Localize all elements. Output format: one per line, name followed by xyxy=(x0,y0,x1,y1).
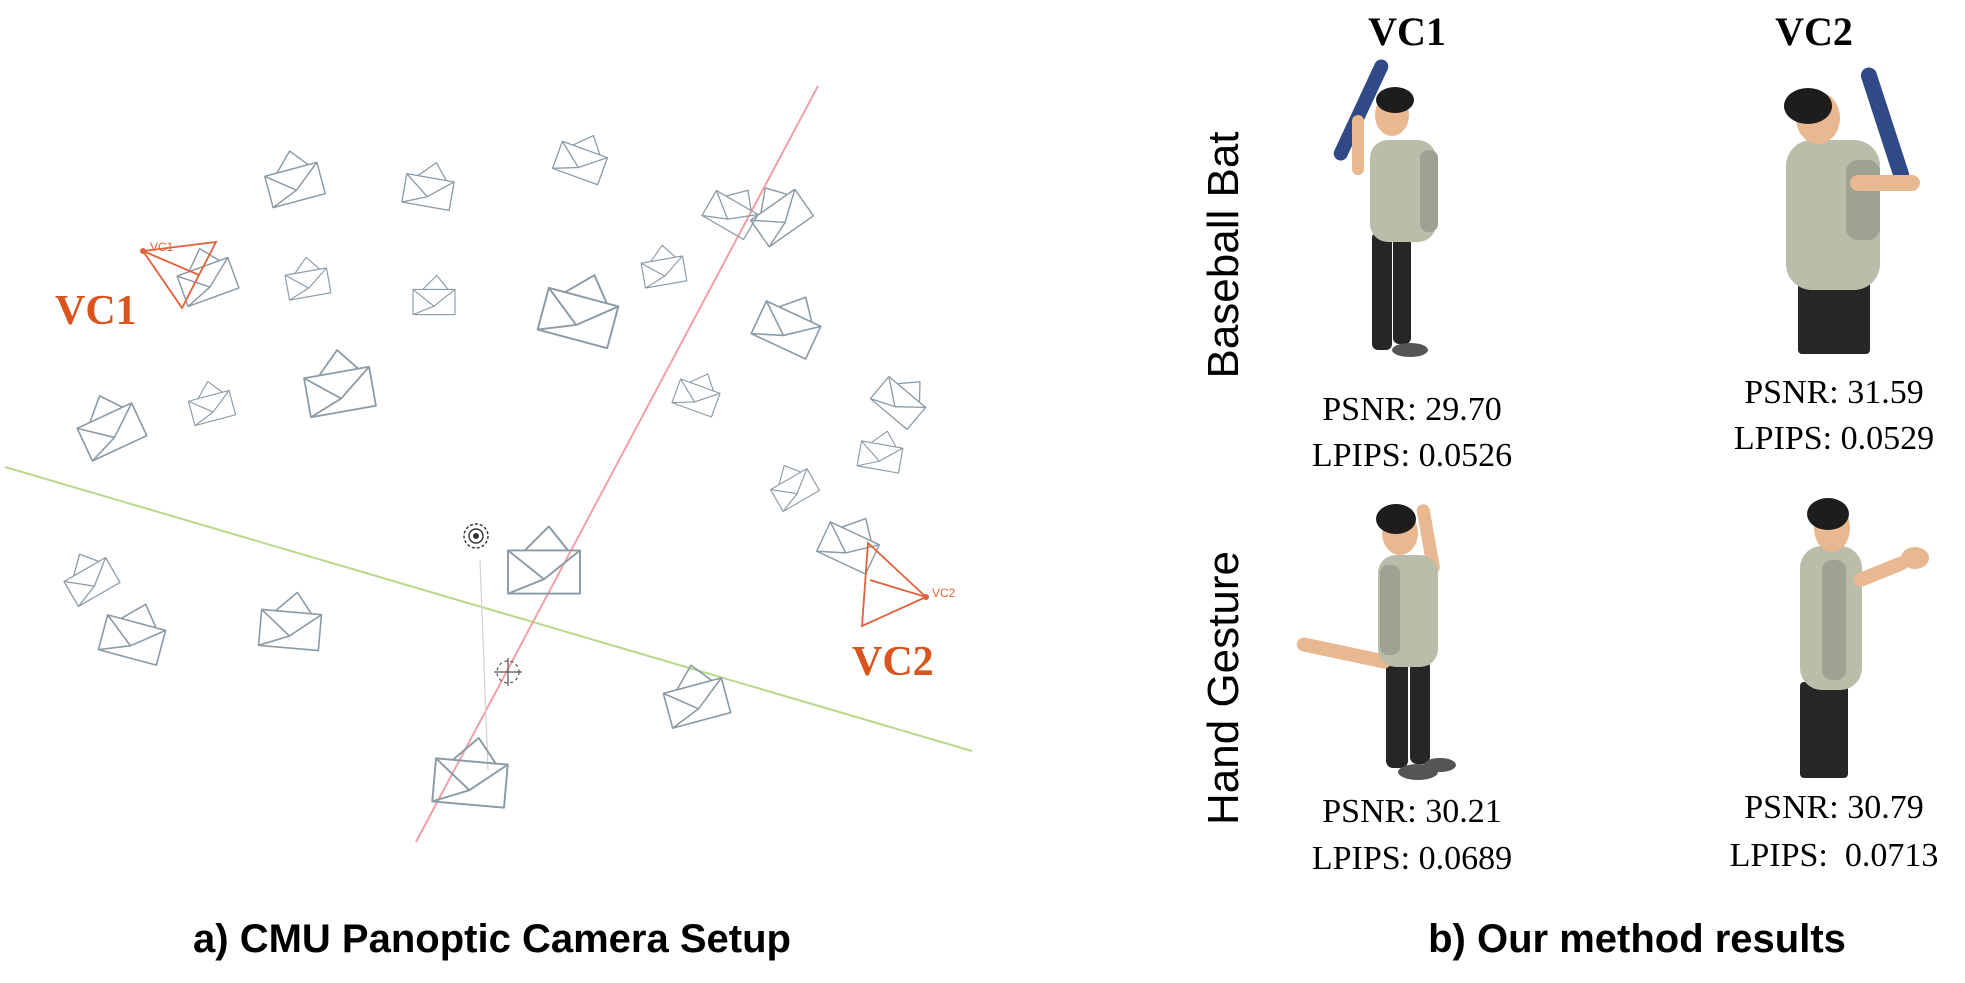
axis-green xyxy=(4,466,973,752)
vc1-small-label: VC1 xyxy=(150,240,174,254)
vc1-big-label: VC1 xyxy=(55,288,137,334)
camera-wireframe xyxy=(869,375,927,431)
psnr-baseball-bat-vc2: PSNR: 31.59 xyxy=(1744,374,1924,411)
camera-wireframe xyxy=(640,244,688,289)
camera-wireframe xyxy=(431,737,509,809)
row-label-hand-gesture: Hand Gesture xyxy=(1199,551,1248,825)
camera-wireframe xyxy=(76,395,148,462)
camera-wireframe xyxy=(671,373,721,418)
psnr-baseball-bat-vc1: PSNR: 29.70 xyxy=(1322,391,1502,428)
camera-wireframe xyxy=(815,517,881,575)
psnr-hand-gesture-vc2: PSNR: 30.79 xyxy=(1744,789,1924,826)
camera-wireframe xyxy=(97,603,167,666)
lpips-hand-gesture-vc2: LPIPS: 0.0713 xyxy=(1730,837,1939,874)
camera-wireframe xyxy=(303,349,377,419)
light-icon xyxy=(463,523,489,549)
camera-wireframe xyxy=(536,274,620,350)
camera-wireframe xyxy=(284,256,332,301)
psnr-hand-gesture-vc1: PSNR: 30.21 xyxy=(1322,793,1502,830)
column-header-vc1: VC1 xyxy=(1368,9,1446,54)
camera-wireframe xyxy=(856,430,904,474)
render-hand-gesture-vc2 xyxy=(1800,498,1929,778)
camera-wireframe xyxy=(551,134,609,186)
virtual-camera-vc2: VC2 VC2 xyxy=(852,541,956,685)
render-hand-gesture-vc1 xyxy=(1296,504,1456,780)
camera-wireframe xyxy=(662,664,732,729)
row-label-baseball-bat: Baseball Bat xyxy=(1199,131,1248,378)
origin-gizmo xyxy=(494,658,522,686)
camera-wireframe xyxy=(701,189,759,241)
camera-wireframe xyxy=(412,274,456,316)
caption-a: a) CMU Panoptic Camera Setup xyxy=(193,917,791,961)
results-panel: VC1 VC2 Baseball Bat Hand Gesture xyxy=(1199,9,1938,961)
camera-wireframe xyxy=(264,150,326,209)
lpips-baseball-bat-vc1: LPIPS: 0.0526 xyxy=(1312,437,1512,474)
virtual-camera-vc1: VC1 VC1 xyxy=(55,240,218,334)
camera-wireframe xyxy=(187,381,237,427)
camera-wireframe xyxy=(63,553,121,608)
lpips-baseball-bat-vc2: LPIPS: 0.0529 xyxy=(1734,420,1934,457)
axis-vertical xyxy=(479,559,489,771)
camera-wireframe xyxy=(257,591,323,652)
camera-wireframes xyxy=(63,134,927,809)
column-header-vc2: VC2 xyxy=(1775,9,1853,54)
camera-setup-panel: VC1 VC1 VC2 VC2 a) CMU Panoptic Camera S… xyxy=(4,85,973,961)
render-baseball-bat-vc2 xyxy=(1784,67,1920,354)
camera-wireframe xyxy=(401,161,455,211)
lpips-hand-gesture-vc1: LPIPS: 0.0689 xyxy=(1312,840,1512,877)
camera-wireframe xyxy=(749,187,815,248)
render-baseball-bat-vc1 xyxy=(1333,59,1438,357)
camera-wireframe xyxy=(176,247,240,308)
vc2-big-label: VC2 xyxy=(852,639,934,685)
camera-wireframe xyxy=(507,525,581,595)
camera-wireframe xyxy=(750,296,822,360)
axis-red xyxy=(415,85,819,843)
camera-wireframe xyxy=(769,465,821,512)
vc2-small-label: VC2 xyxy=(932,586,956,600)
caption-b: b) Our method results xyxy=(1428,917,1846,961)
